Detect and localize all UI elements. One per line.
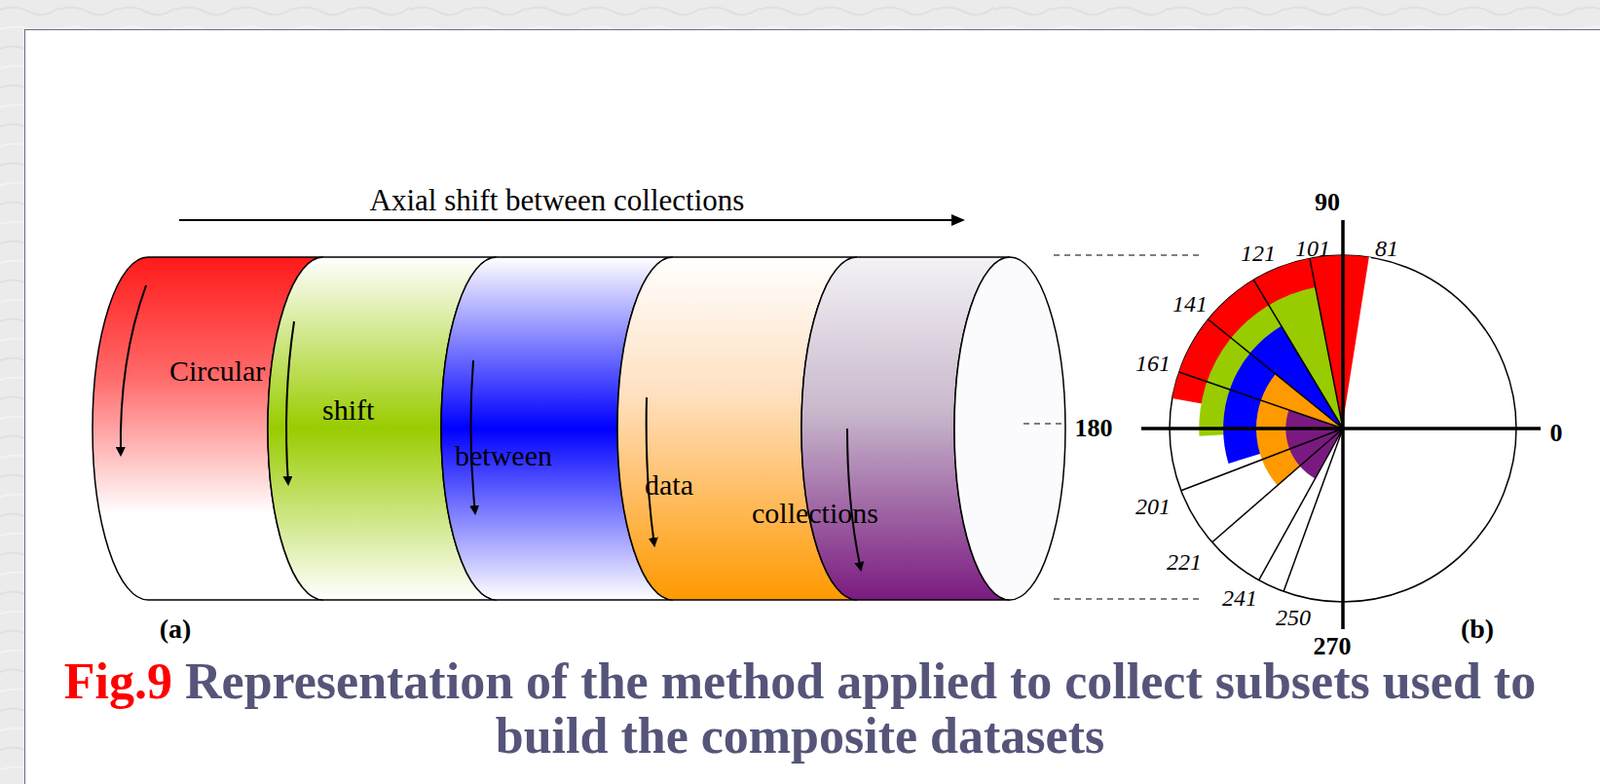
axis-angle: 0 <box>1550 419 1563 448</box>
band-word: collections <box>751 496 879 529</box>
caption-block: Fig.9 Representation of the method appli… <box>58 654 1542 764</box>
angle-ray <box>1259 428 1343 581</box>
panel-label: (b) <box>1460 614 1494 645</box>
angle-label: 250 <box>1275 604 1311 631</box>
angle-label: 81 <box>1375 235 1399 261</box>
angle-label: 241 <box>1222 585 1258 611</box>
band-word: between <box>454 439 553 472</box>
angle-ray <box>1342 257 1371 429</box>
guide-line <box>1053 597 1199 599</box>
angle-label: 121 <box>1240 240 1276 266</box>
axis-angle: 90 <box>1314 188 1340 218</box>
angle-ray <box>1179 372 1343 429</box>
angle-ray <box>1309 258 1343 429</box>
rotation-arrow <box>470 360 476 514</box>
rotation-arrow <box>120 285 147 455</box>
band-word: Circular <box>169 354 265 387</box>
axis-title: Axial shift between collections <box>370 184 745 218</box>
band-word: shift <box>322 393 374 426</box>
guide-line <box>1053 254 1199 256</box>
angle-label: 201 <box>1135 493 1171 520</box>
guide-line <box>1023 422 1064 424</box>
cylinder-end-cap <box>954 257 1066 600</box>
polar-axis <box>1141 426 1541 431</box>
angle-label: 161 <box>1135 350 1171 376</box>
angle-label: 101 <box>1295 235 1331 261</box>
angle-label: 141 <box>1172 291 1208 317</box>
angle-ray <box>1283 428 1343 592</box>
polar-axis <box>1340 220 1345 630</box>
angle-ray <box>1253 279 1343 429</box>
rotation-arrow <box>286 321 295 484</box>
sector-group <box>1172 255 1371 485</box>
angle-ray <box>1181 428 1343 491</box>
angle-ray <box>1208 319 1343 429</box>
figure-number: Fig.9 <box>64 653 173 709</box>
angle-label: 221 <box>1166 549 1202 575</box>
axis-angle: 270 <box>1313 632 1352 662</box>
panel-label: (a) <box>159 614 192 645</box>
angle-ray <box>1212 428 1343 543</box>
figure-caption: Representation of the method applied to … <box>185 653 1536 764</box>
axis-angle: 180 <box>1075 414 1114 444</box>
band-word: data <box>644 468 694 501</box>
axial-arrow <box>179 219 964 222</box>
